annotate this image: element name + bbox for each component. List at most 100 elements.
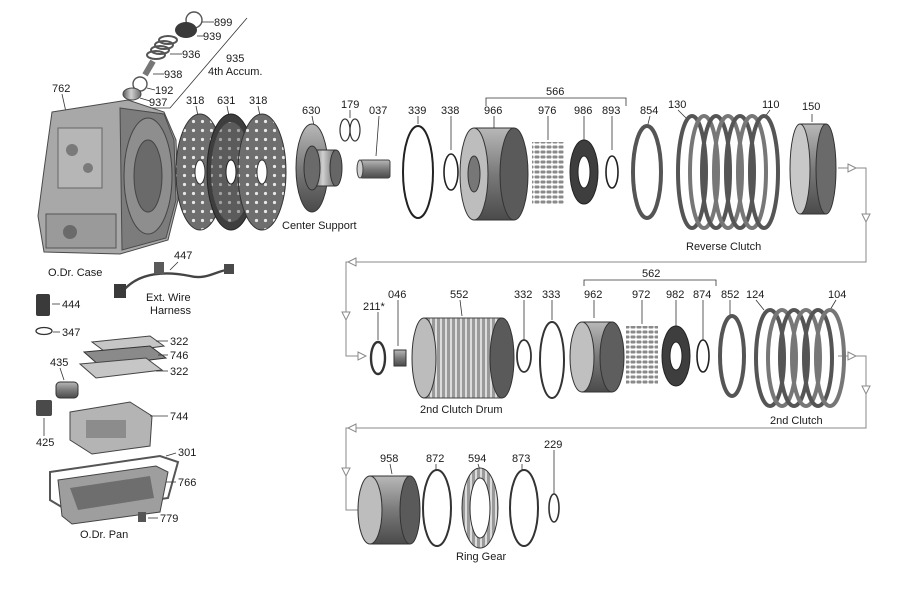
label-150: 150 bbox=[802, 101, 820, 113]
label-447: 447 bbox=[174, 250, 192, 262]
part-333-snap-ring bbox=[539, 300, 565, 399]
label-939: 939 bbox=[203, 31, 221, 43]
part-986-piston bbox=[569, 116, 599, 205]
part-872-snap-ring bbox=[422, 464, 452, 547]
label-124: 124 bbox=[746, 289, 764, 301]
part-number-labels: 899 939 936 938 192 937 935 762 318 631 … bbox=[36, 17, 846, 525]
label-552: 552 bbox=[450, 289, 468, 301]
group-562-bracket bbox=[583, 279, 717, 286]
part-447-ext-wire-harness bbox=[114, 261, 234, 298]
part-762-overdrive-case bbox=[37, 93, 179, 255]
caption-ext-wire-line1: Ext. Wire bbox=[146, 292, 191, 304]
label-110: 110 bbox=[762, 99, 780, 111]
label-935: 935 bbox=[226, 53, 244, 65]
label-966: 966 bbox=[484, 105, 502, 117]
part-937-piston bbox=[122, 87, 142, 101]
part-852-pressure-plate bbox=[718, 300, 746, 398]
label-982: 982 bbox=[666, 289, 684, 301]
group-566-bracket bbox=[485, 97, 627, 106]
label-937: 937 bbox=[149, 97, 167, 109]
part-958-hub bbox=[357, 463, 421, 545]
part-339-snap-ring bbox=[402, 116, 434, 219]
label-104: 104 bbox=[828, 289, 846, 301]
label-779: 779 bbox=[160, 513, 178, 525]
label-425: 425 bbox=[36, 437, 54, 449]
part-552-second-clutch-drum bbox=[411, 299, 515, 399]
label-594: 594 bbox=[468, 453, 486, 465]
caption-2nd-clutch: 2nd Clutch bbox=[770, 415, 823, 427]
part-444-solenoid bbox=[36, 294, 60, 316]
part-962-piston-housing bbox=[569, 300, 625, 393]
part-037-sleeve bbox=[356, 115, 391, 179]
label-037: 037 bbox=[369, 105, 387, 117]
label-435: 435 bbox=[50, 357, 68, 369]
label-899: 899 bbox=[214, 17, 232, 29]
part-435-solenoid bbox=[55, 367, 79, 399]
part-982-piston bbox=[661, 300, 691, 387]
label-046: 046 bbox=[388, 289, 406, 301]
label-333: 333 bbox=[542, 289, 560, 301]
caption-odr-case: O.Dr. Case bbox=[48, 267, 102, 279]
label-322-a: 322 bbox=[170, 336, 188, 348]
assembly-captions: 4th Accum. O.Dr. Case Center Support Rev… bbox=[48, 66, 823, 563]
label-630: 630 bbox=[302, 105, 320, 117]
part-046-bushing bbox=[393, 300, 407, 367]
part-893-ring bbox=[605, 116, 619, 189]
part-211-thrust-washer bbox=[369, 312, 387, 376]
part-347-o-ring bbox=[35, 326, 60, 336]
caption-center-support: Center Support bbox=[282, 220, 357, 232]
part-322-gasket-b bbox=[78, 357, 168, 379]
label-339: 339 bbox=[408, 105, 426, 117]
label-872: 872 bbox=[426, 453, 444, 465]
label-229: 229 bbox=[544, 439, 562, 451]
label-976: 976 bbox=[538, 105, 556, 117]
label-762: 762 bbox=[52, 83, 70, 95]
part-338-ring bbox=[443, 116, 459, 191]
label-746: 746 bbox=[170, 350, 188, 362]
part-425-sensor bbox=[36, 400, 52, 436]
caption-reverse-clutch: Reverse Clutch bbox=[686, 241, 761, 253]
label-874: 874 bbox=[693, 289, 711, 301]
part-630-center-support bbox=[295, 115, 343, 213]
part-854-pressure-plate bbox=[631, 115, 663, 220]
label-766: 766 bbox=[178, 477, 196, 489]
caption-ring-gear: Ring Gear bbox=[456, 551, 506, 563]
label-332: 332 bbox=[514, 289, 532, 301]
label-338: 338 bbox=[441, 105, 459, 117]
label-938: 938 bbox=[164, 69, 182, 81]
part-150-hub bbox=[789, 114, 837, 215]
fourth-accumulator-assembly bbox=[122, 11, 248, 109]
flow-lines bbox=[341, 163, 871, 515]
part-874-ring bbox=[696, 300, 710, 373]
label-301: 301 bbox=[178, 447, 196, 459]
label-744: 744 bbox=[170, 411, 188, 423]
label-962: 962 bbox=[584, 289, 602, 301]
part-594-ring-gear bbox=[461, 463, 499, 549]
label-318-b: 318 bbox=[249, 95, 267, 107]
label-444: 444 bbox=[62, 299, 80, 311]
label-893: 893 bbox=[602, 105, 620, 117]
caption-ext-wire-line2: Harness bbox=[150, 305, 191, 317]
part-229-ring bbox=[548, 450, 560, 523]
label-562: 562 bbox=[642, 268, 660, 280]
label-631: 631 bbox=[217, 95, 235, 107]
part-938-pin bbox=[142, 59, 156, 77]
label-854: 854 bbox=[640, 105, 658, 117]
label-936: 936 bbox=[182, 49, 200, 61]
part-301-pan-gasket bbox=[49, 452, 180, 514]
part-746-separator-plate bbox=[82, 345, 168, 367]
caption-odr-pan: O.Dr. Pan bbox=[80, 529, 128, 541]
part-873-snap-ring bbox=[509, 464, 539, 547]
part-936-spring bbox=[146, 35, 178, 60]
part-966-clutch-drum bbox=[459, 116, 529, 221]
part-976-return-springs bbox=[532, 116, 564, 204]
reverse-clutch-pack bbox=[676, 109, 780, 230]
label-986: 986 bbox=[574, 105, 592, 117]
part-332-ring bbox=[516, 300, 532, 373]
part-972-return-springs bbox=[626, 300, 658, 384]
label-192: 192 bbox=[155, 85, 173, 97]
part-779-bolt bbox=[138, 512, 158, 522]
label-322-b: 322 bbox=[170, 366, 188, 378]
